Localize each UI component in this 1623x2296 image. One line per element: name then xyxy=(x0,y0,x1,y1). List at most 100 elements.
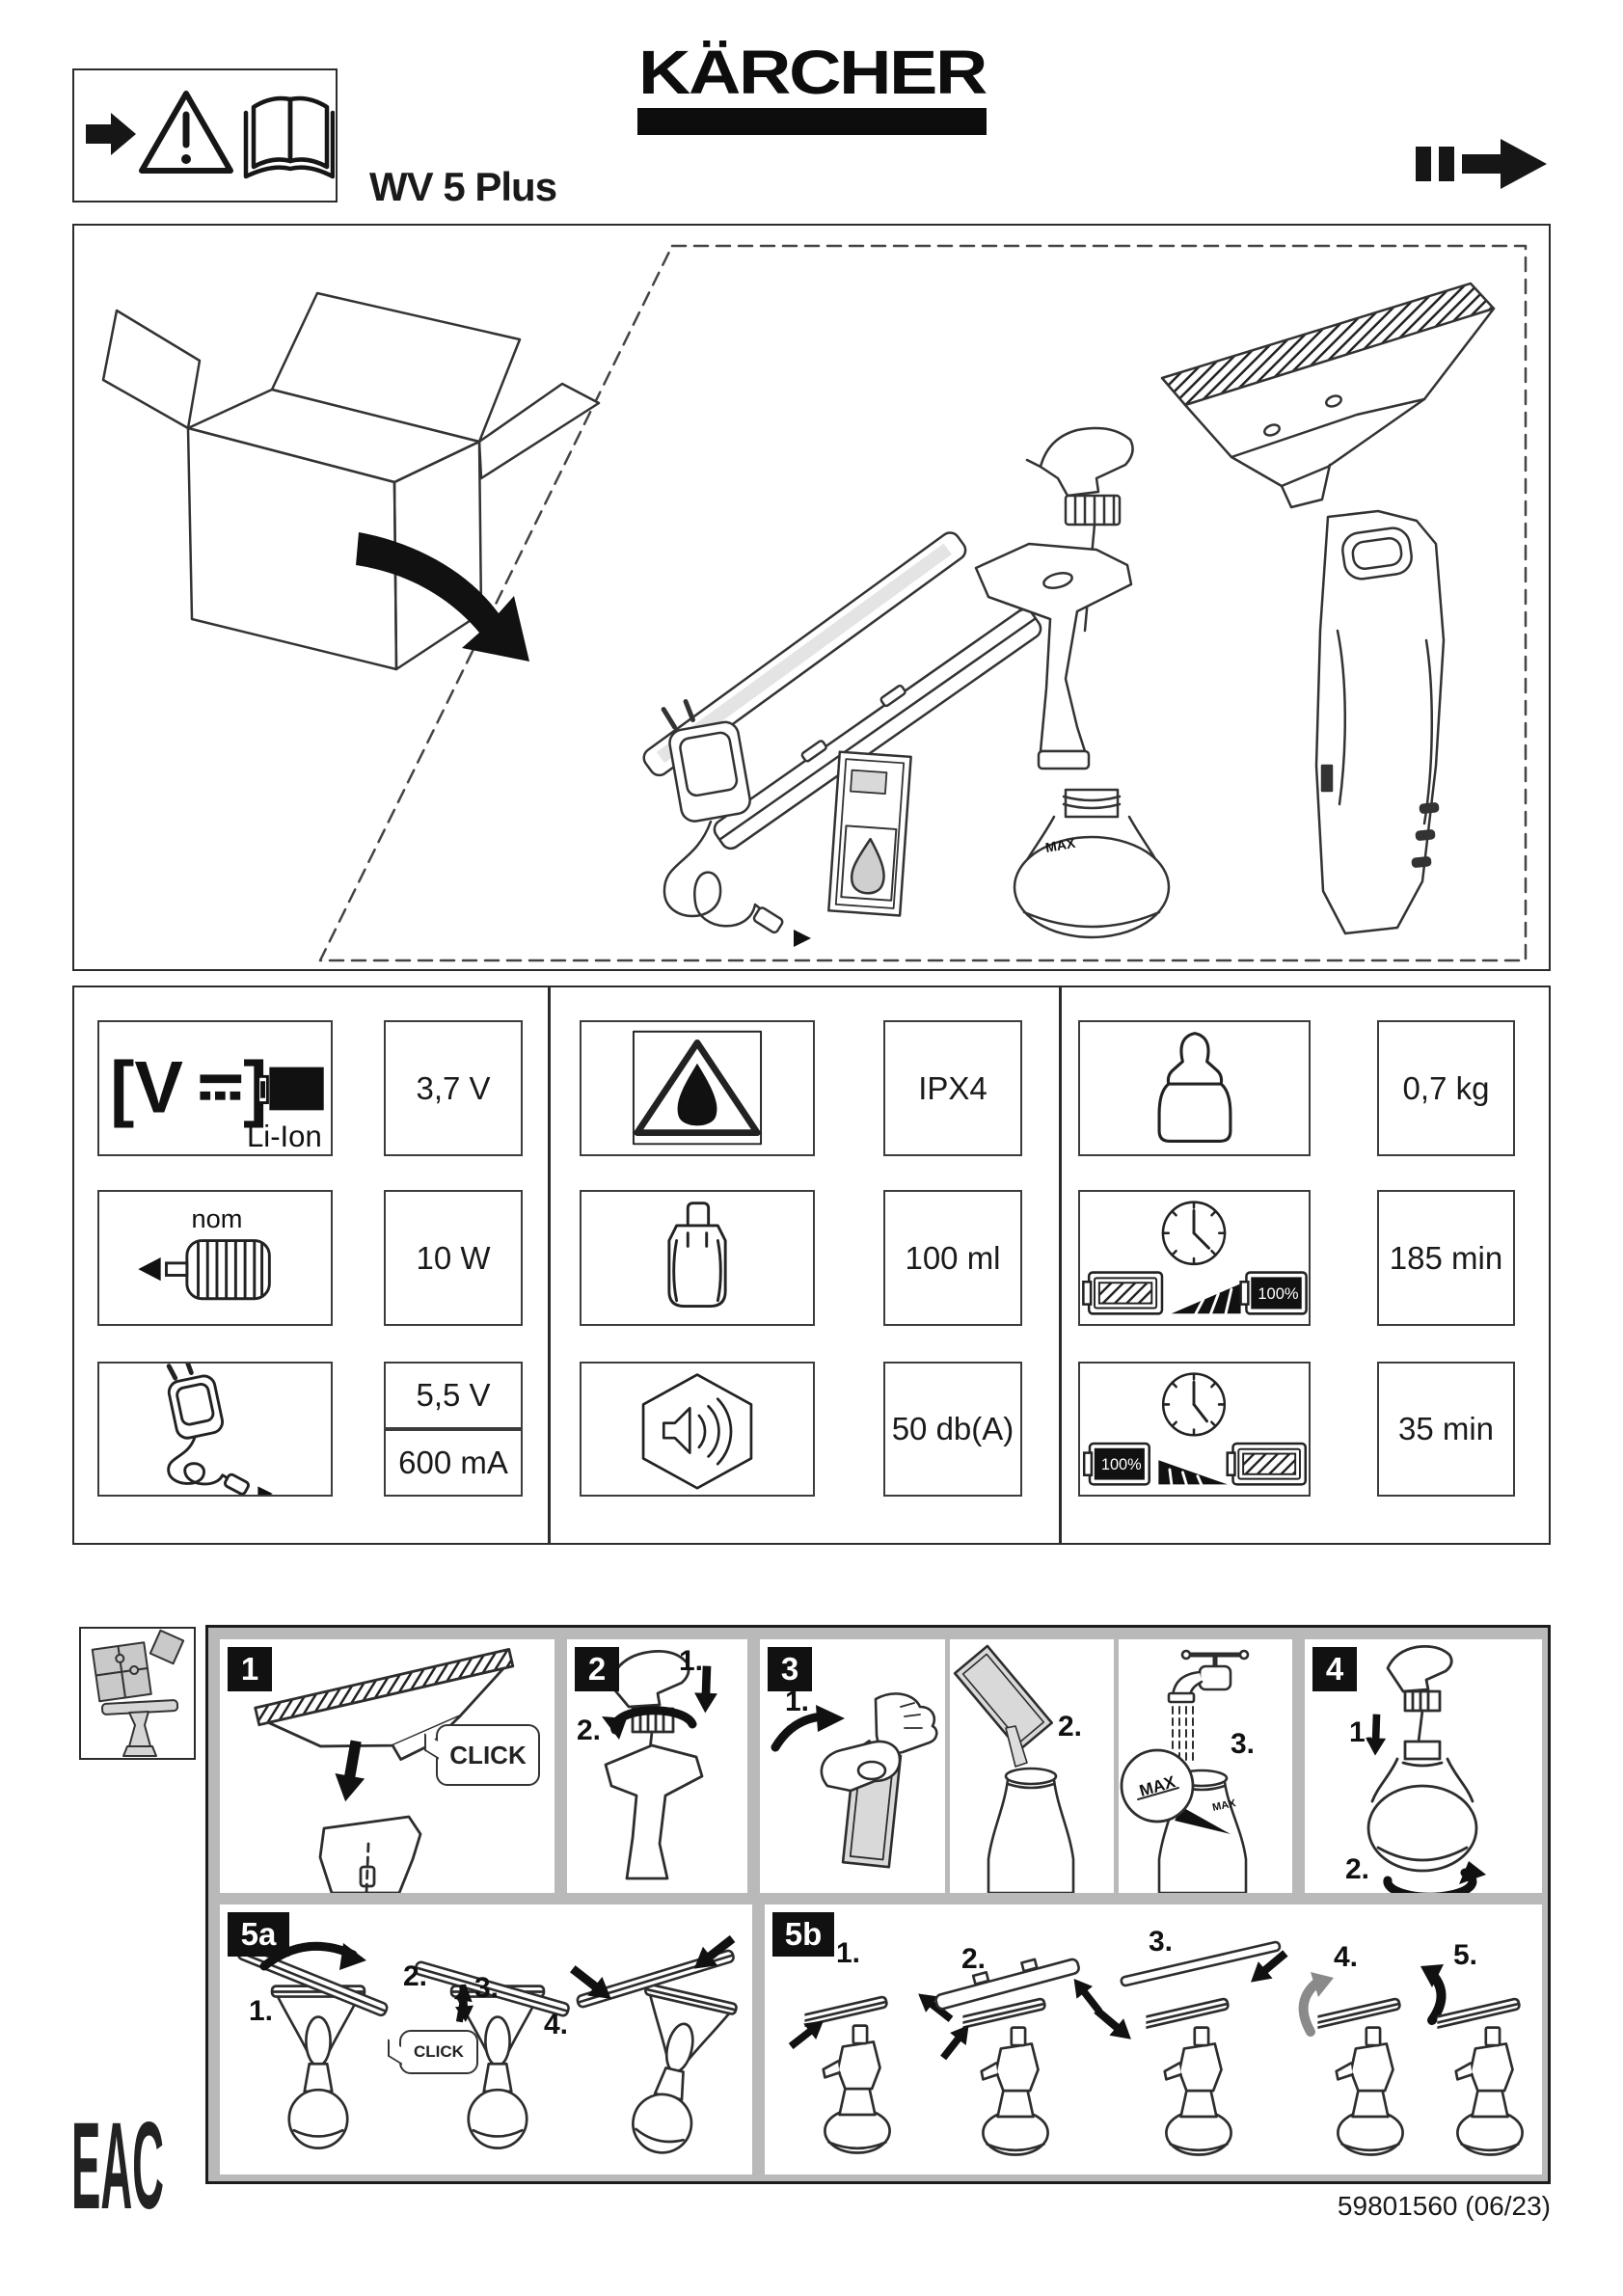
weight-spec-cell xyxy=(1078,1020,1311,1156)
eac-conformity-mark: EAC xyxy=(71,2114,164,2220)
step-3c-illustration: MAX MAX xyxy=(1120,1649,1250,1893)
click-bubble: CLICK xyxy=(436,1724,540,1786)
motor-nominal-power-icon: nom xyxy=(138,1203,271,1301)
protection-class-value: IPX4 xyxy=(883,1020,1022,1156)
charging-time-spec-cell: 100% xyxy=(1078,1190,1311,1326)
charge-ramp-icon xyxy=(1171,1283,1241,1315)
step-5a-cell: 5a 1. 2. 3. 4. CLICK xyxy=(220,1904,752,2174)
fast-forward-arrow-icon xyxy=(1416,139,1547,189)
brand-logo-bar xyxy=(637,108,987,135)
tank-volume-value: 100 ml xyxy=(883,1190,1022,1326)
table-divider xyxy=(1059,987,1062,1543)
charger-adapter-icon xyxy=(166,1364,273,1495)
substep-label: 5. xyxy=(1453,1939,1478,1971)
charger-current-value: 600 mA xyxy=(384,1429,523,1497)
spray-handle-cone xyxy=(974,542,1133,770)
step-2-cell: 2 1. 2. xyxy=(567,1639,747,1893)
charger-spec-cell xyxy=(97,1362,333,1497)
substep-label: 2. xyxy=(403,1960,428,1992)
substep-label: 3. xyxy=(1149,1926,1174,1958)
charging-time-icon: 100% xyxy=(1082,1201,1308,1315)
charger-cable xyxy=(663,820,767,928)
discharge-ramp-icon xyxy=(1158,1460,1228,1486)
step-4-cell: 4 1. 2. xyxy=(1305,1639,1542,1893)
sound-level-value: 50 db(A) xyxy=(883,1362,1022,1497)
connector-pointer-icon xyxy=(794,930,811,947)
svg-text:[V: [V xyxy=(110,1046,183,1128)
detergent-bottle: MAX xyxy=(1013,788,1171,939)
read-manual-warning-icons xyxy=(86,91,335,179)
water-tank-icon xyxy=(667,1202,727,1308)
substep-label: 3. xyxy=(1231,1728,1256,1760)
step-1-cell: 1 CLICK xyxy=(220,1639,555,1893)
box-contents-illustration-frame: MAX xyxy=(72,224,1551,971)
squeegee-rail-1 xyxy=(642,531,967,777)
read-manual-warning-box xyxy=(72,68,338,203)
suction-head xyxy=(1160,282,1496,509)
part-number: 59801560 (06/23) xyxy=(1337,2191,1551,2221)
table-divider xyxy=(548,987,551,1543)
tank-spec-cell xyxy=(580,1190,815,1326)
substep-label: 2. xyxy=(1345,1853,1370,1885)
substep-label: 2. xyxy=(577,1715,602,1746)
step-3a-cell: 3 1. xyxy=(760,1639,945,1893)
technical-data-table: [V ] Li-Ion nom xyxy=(72,986,1551,1545)
sound-spec-cell xyxy=(580,1362,815,1497)
contents-dashed-outline xyxy=(318,244,1528,962)
charging-time-value: 185 min xyxy=(1377,1190,1515,1326)
box-contents-illustration: MAX xyxy=(101,244,1528,962)
svg-text:EAC: EAC xyxy=(71,2114,164,2220)
battery-full-icon: 100% xyxy=(1239,1271,1308,1315)
step-5b-number: 5b xyxy=(772,1912,834,1957)
substep-label: 1. xyxy=(836,1937,861,1969)
substep-label: 2. xyxy=(961,1943,987,1975)
substep-label: 4. xyxy=(1334,1941,1359,1973)
brand-logo: KÄRCHER xyxy=(637,38,988,135)
weight-icon xyxy=(1157,1032,1232,1143)
spray-trigger-head xyxy=(1025,426,1134,633)
protection-spec-cell xyxy=(580,1020,815,1156)
battery-100-label: 100% xyxy=(1101,1456,1142,1473)
bottle-max-marking: MAX xyxy=(1044,835,1077,855)
weight-value: 0,7 kg xyxy=(1377,1020,1515,1156)
step-2-number: 2 xyxy=(575,1647,619,1691)
arrow-right-icon xyxy=(86,113,136,155)
battery-empty-icon xyxy=(1226,1442,1308,1486)
power-spec-cell: nom xyxy=(97,1190,333,1326)
battery-full-icon: 100% xyxy=(1082,1442,1150,1486)
squeegee-rail-2 xyxy=(713,608,1042,851)
sound-level-icon xyxy=(641,1373,753,1490)
step-5a-illustration xyxy=(236,1928,741,2164)
operating-time-spec-cell: 100% xyxy=(1078,1362,1311,1497)
product-model-title: WV 5 Plus xyxy=(369,164,557,209)
charger-connector xyxy=(752,906,784,934)
step-5a-number: 5a xyxy=(228,1912,289,1957)
step-5b-illustration xyxy=(784,1940,1524,2156)
substep-label: 2. xyxy=(1058,1711,1083,1742)
bottle-max-marking: MAX xyxy=(1211,1797,1237,1814)
substep-label: 3. xyxy=(474,1972,500,2004)
step-3b-cell: 2. xyxy=(950,1639,1114,1893)
step-2-illustration xyxy=(596,1649,719,1880)
step-3a-illustration xyxy=(771,1692,938,1869)
squeegee-tool-icon xyxy=(100,1699,179,1757)
charger-voltage-value: 5,5 V xyxy=(384,1362,523,1429)
step-1-illustration xyxy=(254,1648,515,1893)
substep-label: 1. xyxy=(785,1686,810,1717)
rated-power-value: 10 W xyxy=(384,1190,523,1326)
battery-spec-cell: [V ] Li-Ion xyxy=(97,1020,333,1156)
step-4-illustration xyxy=(1364,1644,1486,1893)
operating-time-value: 35 min xyxy=(1377,1362,1515,1497)
open-carton-box-illustration xyxy=(101,291,601,671)
water-drop-warning-icon xyxy=(632,1030,763,1146)
substep-label: 4. xyxy=(544,2009,569,2040)
battery-voltage-value: 3,7 V xyxy=(384,1020,523,1156)
assembly-puzzle-box xyxy=(79,1627,196,1760)
assembly-puzzle-icon xyxy=(91,1629,185,1757)
unpack-arrow-icon xyxy=(356,532,529,662)
substep-label: 1. xyxy=(249,1995,274,2027)
step-3-number: 3 xyxy=(768,1647,812,1691)
power-caption: nom xyxy=(191,1203,242,1233)
step-1-number: 1 xyxy=(228,1647,272,1691)
